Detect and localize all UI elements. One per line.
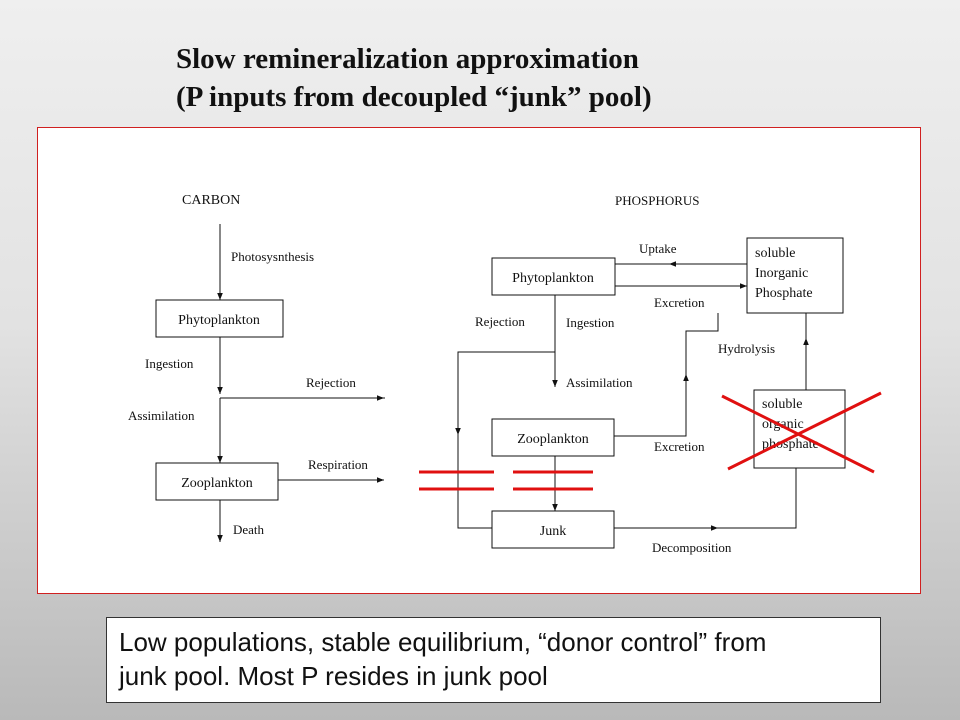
sip-line-2: Inorganic — [755, 266, 808, 281]
excretion-bottom-label: Excretion — [654, 439, 705, 454]
carbon-assimilation-label: Assimilation — [128, 408, 195, 423]
cross-out-stroke-2 — [727, 391, 882, 471]
hydrolysis-label: Hydrolysis — [718, 341, 775, 356]
decomposition-label: Decomposition — [652, 540, 732, 555]
title-line-2: (P inputs from decoupled “junk” pool) — [176, 81, 652, 113]
excretion-to-sip-line — [685, 313, 719, 374]
flow-diagram: CARBON Photosysnthesis Phytoplankton Ing… — [128, 193, 882, 555]
soluble-organic-phosphate-box — [753, 389, 846, 469]
phosphorus-assimilation-label: Assimilation — [566, 375, 633, 390]
phosphorus-phytoplankton-box — [491, 257, 616, 296]
slide-title: Slow remineralization approximation (P i… — [176, 40, 652, 116]
phosphorus-zooplankton-label: Zooplankton — [517, 432, 589, 447]
carbon-zooplankton-label: Zooplankton — [181, 476, 253, 491]
phosphorus-zooplankton-box — [491, 418, 615, 457]
sip-line-3: Phosphate — [755, 286, 813, 301]
sop-line-1: soluble — [762, 397, 802, 412]
junk-label: Junk — [540, 524, 566, 539]
phosphorus-ingestion-label: Ingestion — [566, 315, 615, 330]
carbon-phytoplankton-label: Phytoplankton — [178, 313, 260, 328]
carbon-section: CARBON Photosysnthesis Phytoplankton Ing… — [128, 193, 385, 542]
junk-box — [491, 510, 615, 549]
flow-diagram-panel: CARBON Photosysnthesis Phytoplankton Ing… — [37, 127, 921, 594]
phosphorus-section: PHOSPHORUS Phytoplankton soluble Inorgan… — [455, 193, 846, 555]
decoupling-cut-marks — [419, 470, 593, 491]
phosphorus-rejection-label: Rejection — [475, 314, 525, 329]
rejection-loop-to-junk — [457, 435, 492, 529]
sop-line-3: phosphate — [762, 437, 819, 452]
carbon-rejection-label: Rejection — [306, 375, 356, 390]
photosynthesis-label: Photosysnthesis — [231, 249, 314, 264]
uptake-label: Uptake — [639, 241, 677, 256]
excretion-top-label: Excretion — [654, 295, 705, 310]
rejection-loop-line — [457, 351, 555, 420]
excretion-bottom-line — [614, 406, 687, 437]
summary-note: Low populations, stable equilibrium, “do… — [106, 617, 881, 703]
carbon-zooplankton-box — [155, 462, 279, 501]
sop-cross-out — [721, 391, 882, 474]
carbon-respiration-label: Respiration — [308, 457, 368, 472]
soluble-inorganic-phosphate-box — [746, 237, 844, 314]
sip-line-1: soluble — [755, 246, 795, 261]
phosphorus-heading: PHOSPHORUS — [615, 193, 700, 208]
carbon-ingestion-label: Ingestion — [145, 356, 194, 371]
phosphorus-phytoplankton-label: Phytoplankton — [512, 271, 594, 286]
decomposition-to-sop-line — [718, 468, 797, 529]
title-line-1: Slow remineralization approximation — [176, 43, 639, 75]
note-line-2: junk pool. Most P resides in junk pool — [119, 661, 548, 691]
note-line-1: Low populations, stable equilibrium, “do… — [119, 627, 767, 657]
carbon-death-label: Death — [233, 522, 265, 537]
carbon-heading: CARBON — [182, 193, 240, 208]
